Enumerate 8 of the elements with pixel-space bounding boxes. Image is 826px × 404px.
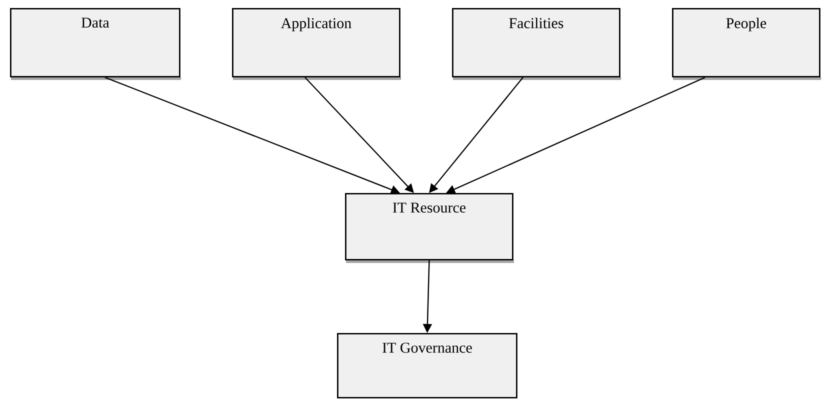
arrow [304, 76, 414, 193]
process-box: Facilities [452, 8, 621, 80]
process-box: People [672, 8, 821, 80]
process-box: IT Governance [337, 333, 518, 398]
process-box: Application [232, 8, 401, 80]
process-box: IT Resource [345, 193, 514, 263]
process-box: Data [10, 8, 181, 80]
arrow [429, 77, 524, 193]
